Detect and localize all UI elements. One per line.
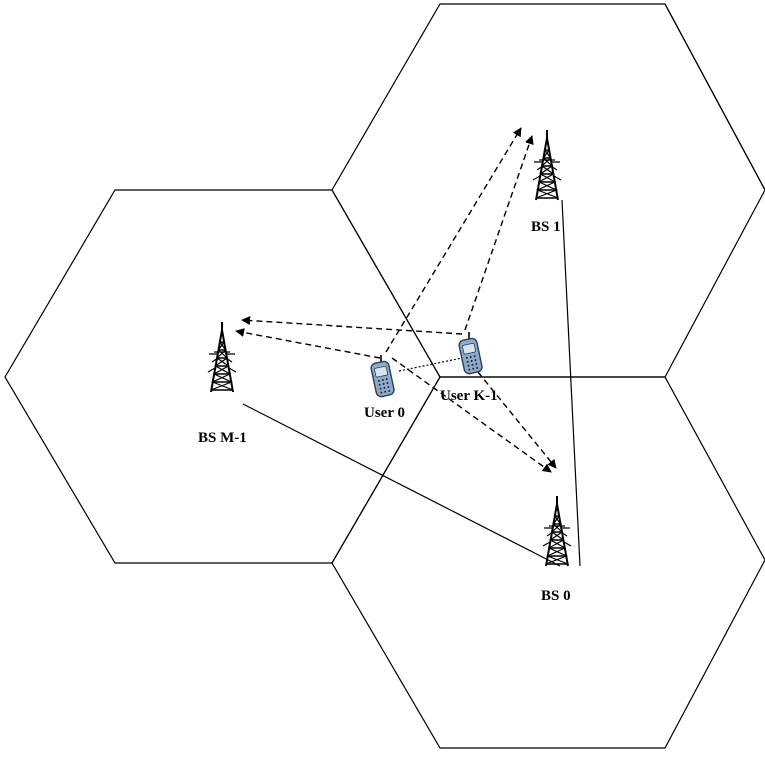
link-userk1-bs1 (464, 135, 534, 331)
mobile-phone-icon (457, 331, 484, 376)
label-bs1: BS 1 (531, 219, 561, 235)
label-user0: User 0 (364, 405, 405, 421)
label-userk1: User K-1 (440, 388, 498, 404)
link-user0-bs1 (385, 127, 522, 353)
backhaul-bs1-bs0 (561, 199, 581, 567)
label-bsm1: BS M-1 (198, 430, 247, 446)
link-user0-userk1 (398, 357, 463, 372)
link-userk1-bs0 (477, 371, 557, 469)
cell-tower-icon (542, 495, 572, 567)
backhaul-bsm1-bs0 (242, 403, 561, 567)
cell-tower-icon (532, 129, 562, 201)
mobile-phone-icon (369, 354, 396, 399)
cell-bottom-right (331, 376, 765, 749)
link-user0-bs0 (391, 357, 552, 473)
cell-edge-right-top (664, 3, 765, 191)
cell-tower-icon (207, 321, 237, 393)
label-bs0: BS 0 (541, 588, 571, 604)
link-user0-bsm1 (235, 328, 381, 359)
link-userk1-bsm1 (241, 316, 463, 335)
